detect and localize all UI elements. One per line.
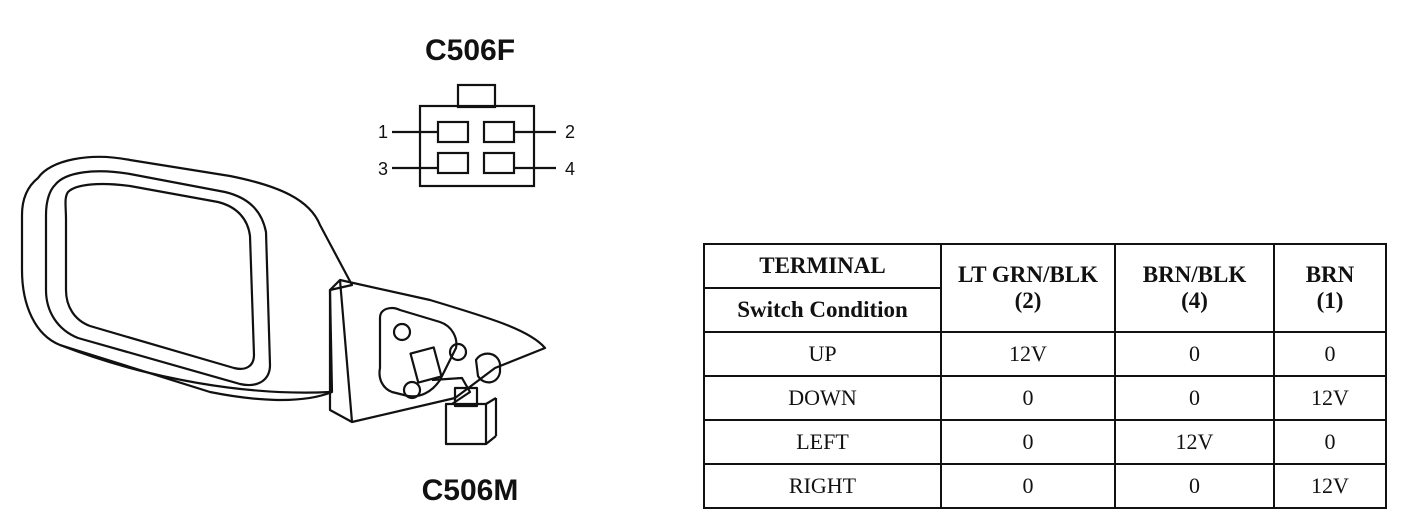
voltage-cell: 0 (940, 419, 1116, 465)
condition-cell: LEFT (703, 419, 942, 465)
voltage-cell: 12V (1273, 463, 1387, 509)
terminal-header: TERMINAL (703, 243, 942, 289)
table-row: UP 12V 0 0 (703, 331, 1387, 377)
pin-2-label: 2 (565, 122, 575, 142)
voltage-cell: 0 (1114, 463, 1275, 509)
column-header-brn: BRN (1) (1273, 243, 1387, 333)
voltage-cell: 12V (940, 331, 1116, 377)
table-row: DOWN 0 0 12V (703, 375, 1387, 421)
voltage-cell: 12V (1273, 375, 1387, 421)
table-row: LEFT 0 12V 0 (703, 419, 1387, 465)
table-row: RIGHT 0 0 12V (703, 463, 1387, 509)
column-header-brn-blk: BRN/BLK (4) (1114, 243, 1275, 333)
voltage-cell: 0 (1114, 375, 1275, 421)
condition-cell: DOWN (703, 375, 942, 421)
condition-cell: RIGHT (703, 463, 942, 509)
wire-color-label: BRN (1305, 262, 1355, 287)
voltage-cell: 0 (940, 463, 1116, 509)
switch-condition-header: Switch Condition (703, 287, 942, 333)
connector-c506m-label: C506M (422, 474, 519, 507)
voltage-cell: 0 (1273, 331, 1387, 377)
pin-3-label: 3 (378, 159, 388, 179)
connector-c506f-label: C506F (425, 34, 515, 67)
voltage-cell: 0 (1273, 419, 1387, 465)
wire-pin-label: (4) (1181, 288, 1208, 313)
wire-color-label: BRN/BLK (1142, 262, 1247, 287)
column-header-lt-grn-blk: LT GRN/BLK (2) (940, 243, 1116, 333)
pin-1-label: 1 (378, 122, 388, 142)
condition-cell: UP (703, 331, 942, 377)
pin-4-label: 4 (565, 159, 575, 179)
connector-c506f-face (392, 83, 556, 188)
voltage-cell: 12V (1114, 419, 1275, 465)
voltage-cell: 0 (1114, 331, 1275, 377)
wire-pin-label: (1) (1316, 288, 1344, 313)
side-mirror-illustration (20, 155, 547, 446)
wire-pin-label: (2) (1014, 288, 1042, 313)
voltage-cell: 0 (940, 375, 1116, 421)
terminal-voltage-table: TERMINAL LT GRN/BLK (2) BRN/BLK (4) BRN … (703, 243, 1387, 509)
wire-color-label: LT GRN/BLK (958, 262, 1098, 287)
